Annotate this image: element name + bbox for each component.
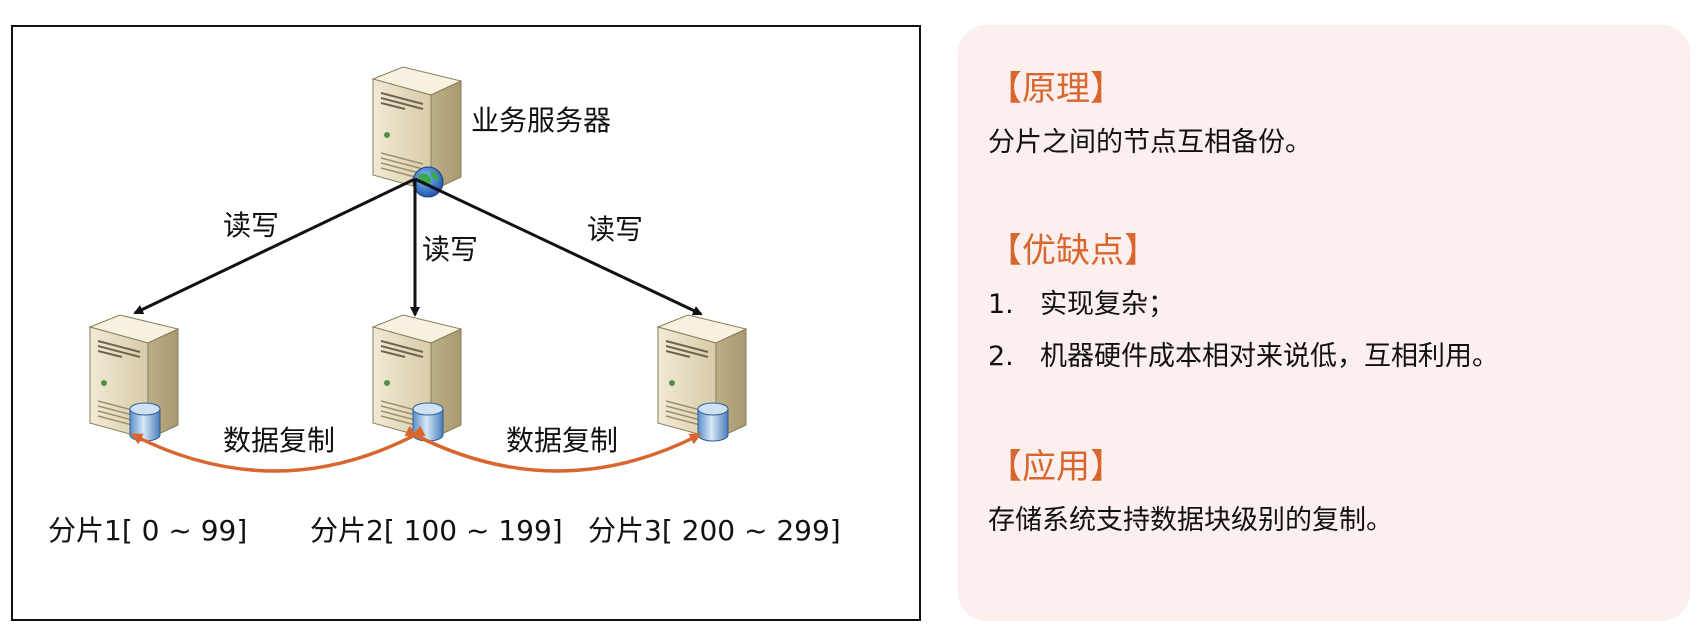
architecture-diagram xyxy=(89,66,747,473)
shard-3-label: 分片3[ 200 ~ 299] xyxy=(588,514,841,547)
list-number: 2. xyxy=(988,341,1014,372)
list-number: 1. xyxy=(988,289,1014,320)
principle-title: 【原理】 xyxy=(988,69,1124,109)
business-server-label: 业务服务器 xyxy=(471,104,612,137)
application-title: 【应用】 xyxy=(988,447,1124,487)
shard-server-3-icon xyxy=(657,314,747,442)
read-write-label-right: 读写 xyxy=(587,213,644,246)
shard-1-label: 分片1[ 0 ~ 99] xyxy=(48,514,248,547)
application-text: 存储系统支持数据块级别的复制。 xyxy=(988,505,1393,536)
list-text: 实现复杂； xyxy=(1040,289,1175,320)
business-server-icon xyxy=(372,66,462,198)
shard-2-label: 分片2[ 100 ~ 199] xyxy=(310,514,563,547)
pros-cons-item-1: 1. 实现复杂； xyxy=(988,288,1175,322)
replication-arrow-left xyxy=(130,425,426,473)
list-text: 机器硬件成本相对来说低，互相利用。 xyxy=(1040,341,1499,372)
principle-text: 分片之间的节点互相备份。 xyxy=(988,127,1312,158)
database-icon xyxy=(697,402,729,442)
info-panel: 【原理】 分片之间的节点互相备份。 【优缺点】 1. 实现复杂； 2. 机器硬件成本… xyxy=(958,25,1690,621)
read-write-arrow-left xyxy=(133,177,416,315)
replication-arrow-right xyxy=(404,425,702,473)
shard-server-2-icon xyxy=(372,314,462,442)
read-write-label-center: 读写 xyxy=(422,233,479,266)
read-write-label-left: 读写 xyxy=(223,209,280,242)
replication-label-right: 数据复制 xyxy=(506,424,619,457)
pros-cons-item-2: 2. 机器硬件成本相对来说低，互相利用。 xyxy=(988,340,1499,374)
replication-label-left: 数据复制 xyxy=(223,424,336,457)
shard-server-1-icon xyxy=(89,314,179,442)
globe-icon xyxy=(412,166,444,198)
pros-cons-title: 【优缺点】 xyxy=(988,231,1158,271)
read-write-arrow-right xyxy=(414,177,703,316)
diagram-panel: 业务服务器 读写 读写 读写 数据复制 数据复制 分片1[ 0 ~ 99] 分片… xyxy=(11,25,921,621)
